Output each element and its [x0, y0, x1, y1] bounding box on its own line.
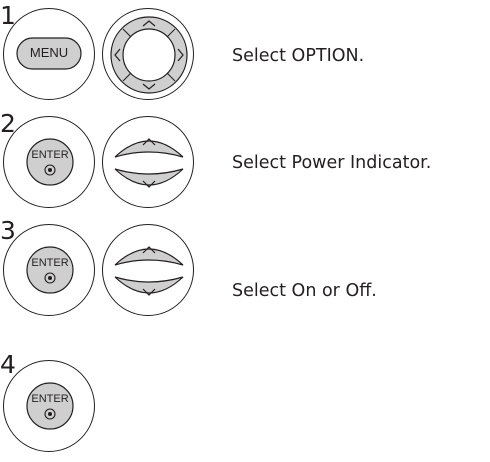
- step-2: 2 ENTER Select Power Indicator.: [0, 108, 490, 218]
- up-down-nav-ring: [102, 116, 194, 208]
- step-instruction: Select OPTION.: [232, 46, 365, 66]
- up-down-nav-icon: [114, 138, 184, 188]
- step-4: 4 ENTER: [0, 352, 490, 462]
- left-arrow-icon: [114, 48, 121, 62]
- up-down-nav-ring: [102, 224, 194, 316]
- step-instruction: Select Power Indicator.: [232, 153, 432, 173]
- step-3: 3 ENTER Select On or Off.: [0, 216, 490, 326]
- enter-button-icon: [26, 138, 74, 186]
- four-way-nav-ring: [102, 8, 194, 100]
- step-number: 3: [0, 216, 16, 245]
- enter-button-icon: [26, 246, 74, 294]
- step-instruction: Select On or Off.: [232, 281, 377, 301]
- step-number: 1: [0, 1, 16, 30]
- down-arrow-icon: [142, 288, 156, 296]
- up-arrow-icon: [142, 246, 156, 254]
- enter-button-ring: ENTER: [3, 360, 95, 452]
- four-way-nav-icon: [110, 16, 188, 94]
- step-number: 2: [0, 109, 16, 138]
- menu-button-ring: MENU: [3, 8, 95, 100]
- enter-button-ring: ENTER: [3, 116, 95, 208]
- down-arrow-icon: [142, 83, 156, 90]
- up-arrow-icon: [142, 138, 156, 146]
- enter-button-icon: [26, 382, 74, 430]
- enter-button-label[interactable]: ENTER: [31, 149, 69, 161]
- right-arrow-icon: [177, 48, 184, 62]
- up-arrow-icon: [142, 20, 156, 27]
- menu-button-icon: [16, 37, 82, 70]
- step-1: 1 MENU Select OPTION.: [0, 0, 490, 110]
- enter-button-label[interactable]: ENTER: [31, 393, 69, 405]
- enter-button-label[interactable]: ENTER: [31, 257, 69, 269]
- up-down-nav-icon: [114, 246, 184, 296]
- menu-button-label[interactable]: MENU: [29, 45, 69, 60]
- step-number: 4: [0, 350, 16, 379]
- down-arrow-icon: [142, 180, 156, 188]
- enter-button-ring: ENTER: [3, 224, 95, 316]
